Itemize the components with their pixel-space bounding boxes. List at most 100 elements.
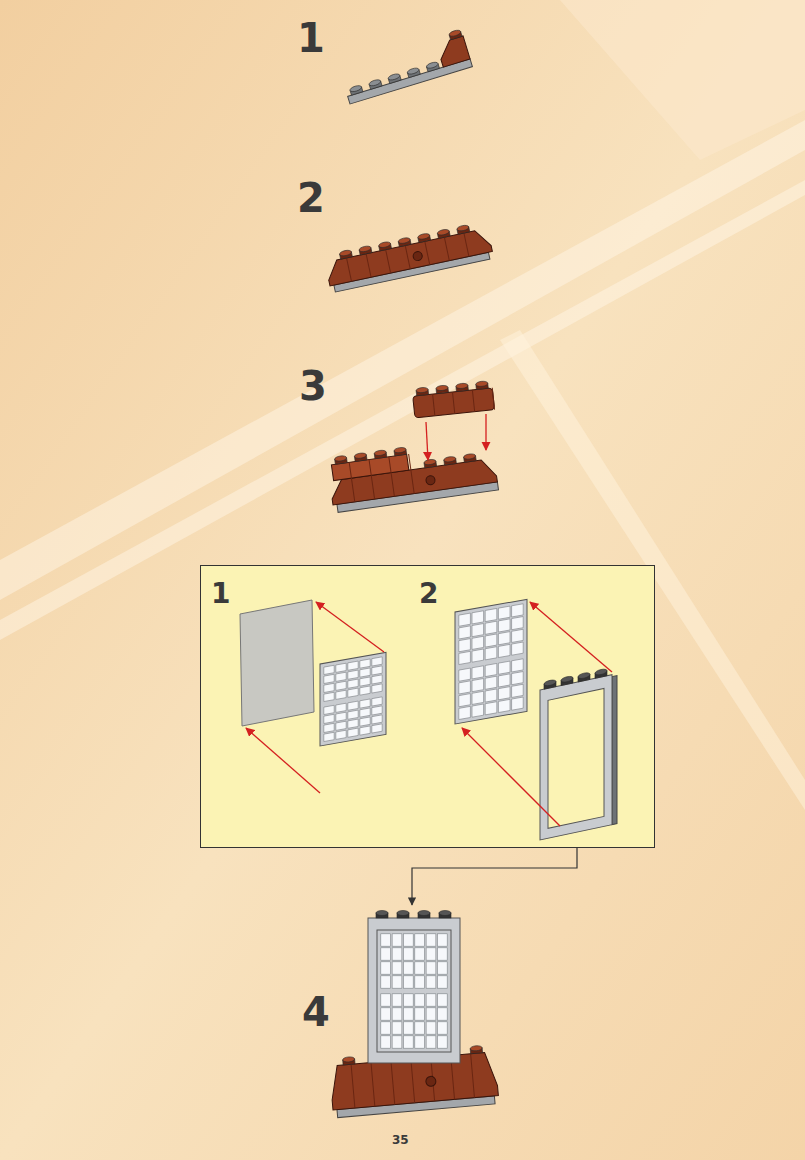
- step-number-slot: 2: [297, 178, 325, 218]
- stud-top: [456, 383, 468, 389]
- window-pane-cell: [336, 681, 346, 690]
- window-pane-cell: [392, 1036, 402, 1048]
- window-assembly: [455, 599, 527, 724]
- window-pane-cell: [415, 948, 425, 960]
- technic-hole: [425, 1076, 436, 1087]
- window-pane-cell: [498, 644, 510, 657]
- grey-plate: [348, 59, 473, 104]
- brick-seam: [433, 394, 435, 416]
- window-pane-cell: [372, 657, 382, 666]
- window-pane-cell: [324, 665, 334, 674]
- window-pane-cell: [372, 675, 382, 684]
- stud-top: [470, 1045, 482, 1051]
- window-pane-cell: [485, 634, 497, 647]
- assembly-arrow: [530, 602, 612, 672]
- window-pane-cell: [392, 1008, 402, 1020]
- window-pane-cell: [437, 962, 447, 974]
- stud-top: [376, 911, 388, 916]
- window-pane-cell: [512, 659, 524, 672]
- window-pane-cell: [381, 934, 391, 946]
- window-pane-cell: [360, 686, 370, 695]
- window-pane-cell: [324, 705, 334, 714]
- light-panel: [560, 0, 805, 160]
- step-number-slot: 1: [297, 18, 325, 58]
- brick-seam: [492, 388, 494, 410]
- stud-top: [561, 675, 573, 683]
- window-pane-cell: [512, 617, 524, 630]
- window-pane-cell: [498, 699, 510, 712]
- step-number-slot: 35: [392, 1134, 409, 1146]
- window-pane-cell: [381, 1036, 391, 1048]
- window-pane-cell: [381, 1022, 391, 1034]
- window-pane-cell: [336, 690, 346, 699]
- step-number: 3: [299, 366, 327, 406]
- assembly-arrow: [246, 728, 320, 793]
- brick-seam: [351, 1064, 355, 1108]
- window-pane-cell: [372, 684, 382, 693]
- window-pane-cell: [498, 632, 510, 645]
- stud-top: [443, 456, 456, 463]
- window-pane-cell: [360, 668, 370, 677]
- stud-top: [359, 245, 372, 252]
- technic-hole: [412, 251, 423, 262]
- window-pane-cell: [348, 701, 358, 710]
- assembly-arrow: [426, 422, 428, 460]
- window-pane-cell: [381, 976, 391, 988]
- window-pane-cell: [472, 636, 484, 649]
- window-pane-cell: [403, 994, 413, 1006]
- window-pane-cell: [403, 1008, 413, 1020]
- window-pane-cell: [348, 728, 358, 737]
- window-pane-cell: [426, 962, 436, 974]
- step2-parts: [323, 221, 493, 293]
- window-pane-cell: [459, 668, 471, 681]
- window-pane-cell: [372, 697, 382, 706]
- frame-side: [612, 676, 617, 825]
- brick-seam: [411, 1059, 415, 1103]
- window-pane-cell: [426, 994, 436, 1006]
- window-pane-cell: [415, 1036, 425, 1048]
- window-pane-cell: [426, 976, 436, 988]
- window-pane-cell: [360, 699, 370, 708]
- window-pane-cell: [437, 976, 447, 988]
- window-pane-cell: [336, 730, 346, 739]
- window-pane-cell: [498, 687, 510, 700]
- window-pane-cell: [360, 726, 370, 735]
- brick-seam: [444, 237, 449, 260]
- window-pane-cell: [372, 715, 382, 724]
- window-pane-cell: [381, 962, 391, 974]
- window-pane-cell: [381, 948, 391, 960]
- window-pane-cell: [348, 670, 358, 679]
- window-frame: [368, 911, 460, 1064]
- slope-brick: [436, 36, 470, 67]
- window-pane-cell: [415, 962, 425, 974]
- brick-row: [325, 228, 492, 286]
- window-pane-cell: [485, 608, 497, 621]
- window-pane-cell: [403, 1036, 413, 1048]
- window-pane-cell: [324, 732, 334, 741]
- assembly-arrow: [485, 414, 486, 450]
- window-pane-cell: [403, 1022, 413, 1034]
- window-pane-frame: [377, 930, 451, 1052]
- window-pane-cell: [512, 672, 524, 685]
- window-pane-cell: [498, 606, 510, 619]
- window-pane-cell: [485, 647, 497, 660]
- step-number: 4: [302, 992, 330, 1032]
- brick-seam: [366, 254, 371, 277]
- window-pane-cell: [459, 639, 471, 652]
- window-pane-cell: [485, 621, 497, 634]
- window-pane-cell: [498, 661, 510, 674]
- window-pane-cell: [324, 692, 334, 701]
- loose-brick: [412, 380, 495, 418]
- stud-top: [397, 911, 409, 916]
- window-pane-cell: [472, 666, 484, 679]
- substep-number: 1: [211, 580, 230, 608]
- inset-panel-fill: [200, 565, 655, 848]
- stud-top: [424, 459, 437, 466]
- step-number-slot: 3: [299, 366, 327, 406]
- window-pane-cell: [392, 1022, 402, 1034]
- stud-top: [354, 452, 367, 459]
- window-pane-cell: [348, 679, 358, 688]
- window-pane-cell: [348, 710, 358, 719]
